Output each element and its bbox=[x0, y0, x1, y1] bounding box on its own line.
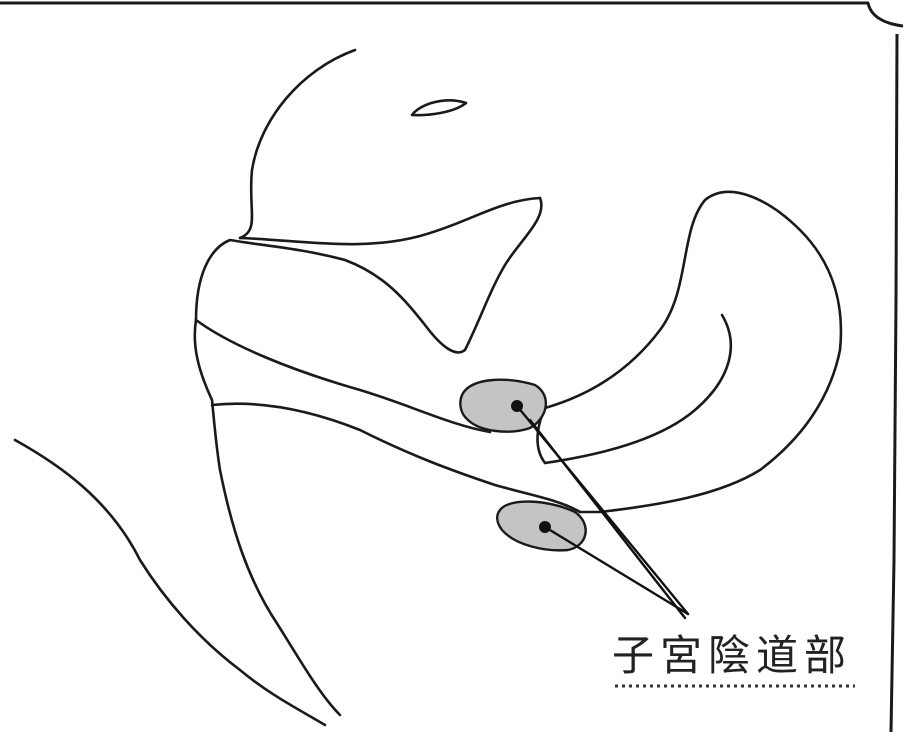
far-left-contour bbox=[15, 440, 325, 725]
middle-layer-line bbox=[196, 320, 490, 432]
small-oval-shape bbox=[412, 100, 466, 115]
left-body-contour bbox=[195, 320, 340, 715]
frame-right-edge bbox=[891, 34, 897, 732]
intestine-loop-inner bbox=[545, 315, 731, 463]
uterus-outline bbox=[196, 198, 541, 352]
intestine-loop-outer bbox=[545, 192, 841, 512]
upper-organ-outline bbox=[240, 50, 355, 238]
frame-border bbox=[0, 3, 903, 26]
leader-line-lower bbox=[545, 527, 688, 614]
upper-band-line bbox=[240, 198, 540, 244]
label-text: 子宮陰道部 bbox=[612, 631, 852, 680]
